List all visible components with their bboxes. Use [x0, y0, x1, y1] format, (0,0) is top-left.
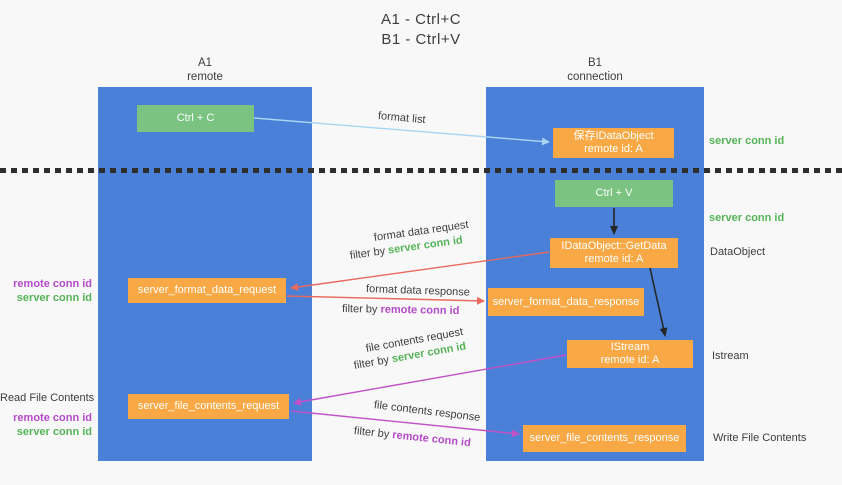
node-server-file-contents-response: server_file_contents_response — [523, 425, 686, 452]
dataobject-text: DataObject — [710, 246, 766, 258]
remote-conn-id-text: remote conn id — [380, 303, 460, 318]
node-ctrl-c: Ctrl + C — [137, 105, 254, 132]
label-filter-by-remote-conn-id-1: filter by remote conn id — [342, 303, 460, 317]
label-file-contents-response: file contents response — [373, 399, 481, 424]
node-getdata-line1: IDataObject::GetData — [561, 240, 667, 252]
lane-header-a1: A1 remote — [98, 56, 312, 84]
node-ctrl-v-label: Ctrl + V — [595, 187, 633, 199]
node-getdata-line2: remote id: A — [584, 253, 644, 265]
node-ctrl-v: Ctrl + V — [555, 180, 673, 207]
label-format-list: format list — [377, 110, 426, 126]
istream-text: Istream — [712, 350, 749, 362]
lane-a1-role: remote — [187, 71, 223, 83]
node-server-file-contents-request: server_file_contents_request — [128, 394, 289, 419]
title-line-2: B1 - Ctrl+V — [381, 31, 461, 48]
label-format-list-text: format list — [377, 110, 427, 127]
istream-label: Istream — [712, 349, 749, 363]
left-conn-id-group-2: remote conn id server conn id — [0, 411, 92, 439]
dataobject-label: DataObject — [710, 245, 765, 259]
server-conn-id-label: server conn id — [16, 426, 92, 438]
lane-a1-name: A1 — [197, 57, 213, 69]
node-ctrl-c-label: Ctrl + C — [176, 112, 215, 124]
write-file-contents-text: Write File Contents — [713, 432, 807, 444]
left-conn-id-group-1: remote conn id server conn id — [0, 277, 92, 305]
lane-header-b1: B1 connection — [486, 56, 704, 84]
server-conn-id-label: server conn id — [16, 292, 92, 304]
node-save-idataobject-line2: remote id: A — [584, 143, 643, 155]
node-istream: IStream remote id: A — [567, 340, 693, 368]
label-file-contents-response-text: file contents response — [373, 399, 481, 424]
node-idataobject-getdata: IDataObject::GetData remote id: A — [550, 238, 678, 268]
remote-conn-id-label: remote conn id — [13, 412, 92, 424]
remote-conn-id-label: remote conn id — [13, 278, 92, 290]
label-format-data-response: format data response — [366, 283, 470, 299]
filter-by-text: filter by — [349, 244, 389, 262]
title-line-1: A1 - Ctrl+C — [380, 11, 462, 28]
node-server-format-data-response-label: server_format_data_response — [492, 295, 640, 308]
lane-b1-name: B1 — [587, 57, 603, 69]
lane-b1-role: connection — [567, 71, 623, 83]
phase-separator-dotted-line — [0, 168, 842, 173]
node-server-format-data-response: server_format_data_response — [488, 288, 644, 316]
node-istream-line2: remote id: A — [600, 354, 660, 366]
node-istream-line1: IStream — [610, 341, 650, 353]
node-server-file-contents-request-label: server_file_contents_request — [137, 400, 280, 412]
right-server-conn-id-mid: server conn id — [709, 211, 784, 225]
label-filter-by-remote-conn-id-2: filter by remote conn id — [353, 425, 471, 449]
node-server-format-data-request: server_format_data_request — [128, 278, 286, 303]
node-server-format-data-request-label: server_format_data_request — [137, 284, 277, 296]
filter-by-text: filter by — [341, 303, 381, 316]
node-save-idataobject: 保存IDataObject remote id: A — [553, 128, 674, 158]
label-format-data-response-text: format data response — [365, 283, 471, 299]
write-file-contents-label: Write File Contents — [713, 431, 806, 445]
remote-conn-id-text: remote conn id — [391, 429, 472, 450]
filter-by-text: filter by — [353, 425, 393, 441]
server-conn-id-label: server conn id — [709, 212, 785, 224]
read-file-contents-text: Read File Contents — [0, 392, 95, 404]
node-save-idataobject-line1: 保存IDataObject — [573, 130, 654, 142]
read-file-contents-label: Read File Contents — [0, 391, 95, 405]
node-server-file-contents-response-label: server_file_contents_response — [529, 432, 680, 444]
right-server-conn-id-top: server conn id — [709, 134, 784, 148]
diagram-title: A1 - Ctrl+C B1 - Ctrl+V — [0, 10, 842, 50]
server-conn-id-label: server conn id — [709, 135, 785, 147]
filter-by-text: filter by — [352, 353, 393, 372]
